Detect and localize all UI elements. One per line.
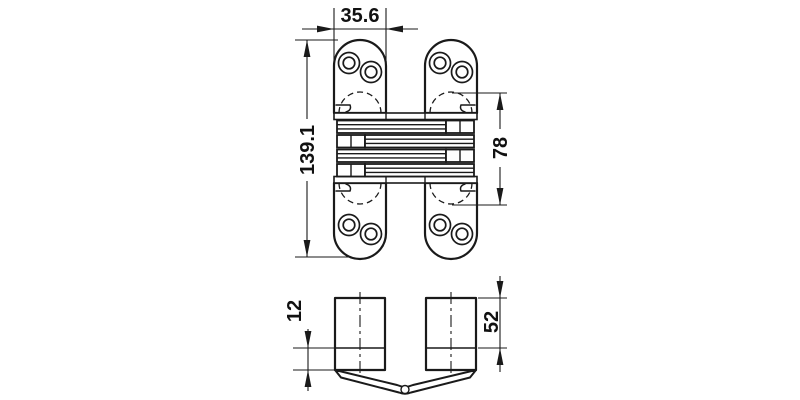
arrowhead — [304, 331, 312, 348]
front-view — [332, 38, 479, 261]
dim-bore-spacing: 78 — [452, 92, 512, 206]
leaf-hook-details — [335, 104, 476, 192]
arrowhead — [386, 25, 403, 33]
dimension-label: 52 — [481, 311, 503, 333]
dim-overall-length: 139.1 — [295, 39, 350, 258]
arrowhead — [496, 281, 504, 298]
arrowhead — [303, 240, 311, 257]
pivot-link — [336, 148, 475, 163]
arrowhead — [317, 25, 334, 33]
dim-bore-height: 52 — [478, 276, 507, 372]
dimension-label: 35.6 — [341, 5, 380, 27]
pivot-link — [336, 163, 475, 178]
arrowhead — [496, 348, 504, 365]
screw-holes — [337, 51, 474, 246]
side-view — [333, 292, 478, 395]
arrowhead — [496, 188, 504, 205]
dimension-label: 139.1 — [297, 125, 319, 175]
dimension-label: 78 — [490, 137, 512, 159]
pivot-hole — [400, 384, 410, 395]
arrowhead — [303, 40, 311, 57]
dim-leaf-width: 35.6 — [302, 5, 418, 113]
body-strip-bottom — [333, 175, 478, 184]
pivot-link-stack — [336, 119, 475, 178]
body-strip-top — [333, 112, 478, 121]
dim-edge-offset: 12 — [284, 300, 335, 391]
arrowhead — [496, 93, 504, 110]
hidden-bore-arcs — [338, 91, 473, 205]
dimension-label: 12 — [284, 300, 306, 322]
pivot-link — [336, 134, 475, 149]
arrowhead — [304, 370, 312, 387]
pivot-link — [336, 119, 475, 134]
